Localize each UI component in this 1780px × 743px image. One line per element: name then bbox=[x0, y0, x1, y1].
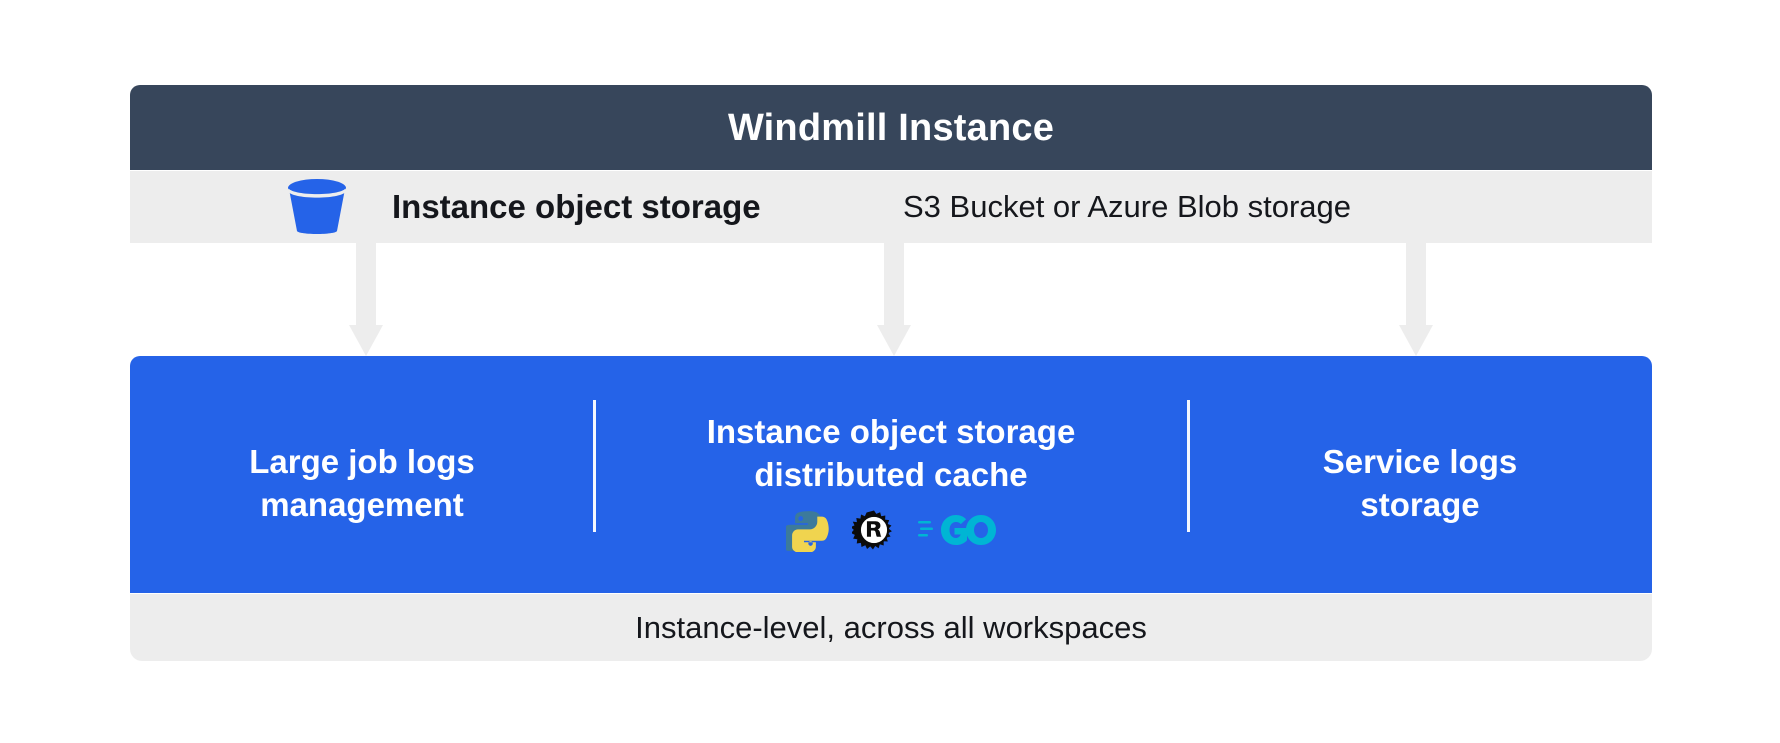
feature-title: Large job logs management bbox=[249, 441, 475, 525]
feature-column-service-logs: Service logs storage bbox=[1188, 356, 1652, 593]
features-panel: Large job logs management Instance objec… bbox=[130, 356, 1652, 593]
feature-column-distributed-cache: Instance object storage distributed cach… bbox=[594, 356, 1188, 593]
connector-arrowhead bbox=[877, 325, 911, 356]
column-divider-1 bbox=[593, 400, 596, 532]
connector-arrowhead bbox=[1399, 325, 1433, 356]
language-logos bbox=[781, 508, 996, 557]
connector-arrowhead bbox=[349, 325, 383, 356]
connector-arrow-down-3 bbox=[1399, 243, 1433, 356]
connector-arrow-down-2 bbox=[877, 243, 911, 356]
python-logo-icon bbox=[781, 508, 830, 557]
footer-text: Instance-level, across all workspaces bbox=[635, 609, 1147, 645]
page-title: Windmill Instance bbox=[727, 106, 1055, 149]
feature-title-line-1: Service logs bbox=[1322, 443, 1518, 481]
feature-title-line-2: management bbox=[260, 485, 464, 523]
connector-stem bbox=[1406, 243, 1426, 326]
bucket-icon bbox=[285, 177, 349, 237]
feature-title-line-2: storage bbox=[1360, 485, 1480, 523]
feature-column-large-job-logs: Large job logs management bbox=[130, 356, 594, 593]
diagram-footer: Instance-level, across all workspaces bbox=[130, 594, 1652, 661]
feature-title: Service logs storage bbox=[1323, 441, 1517, 525]
feature-title-line-2: distributed cache bbox=[754, 455, 1028, 493]
feature-title-line-1: Instance object storage bbox=[706, 413, 1076, 451]
instance-object-storage-band: Instance object storage S3 Bucket or Azu… bbox=[130, 171, 1652, 243]
connector-stem bbox=[884, 243, 904, 326]
storage-band-subtitle: S3 Bucket or Azure Blob storage bbox=[903, 189, 1352, 224]
connector-arrow-down-1 bbox=[349, 243, 383, 356]
rust-logo-icon bbox=[850, 508, 896, 557]
connector-stem bbox=[356, 243, 376, 326]
windmill-instance-diagram: Windmill Instance Instance object storag… bbox=[130, 85, 1652, 661]
diagram-header: Windmill Instance bbox=[130, 85, 1652, 170]
go-logo-icon bbox=[918, 512, 996, 553]
feature-title: Instance object storage distributed cach… bbox=[707, 411, 1076, 495]
column-divider-2 bbox=[1187, 400, 1190, 532]
feature-title-line-1: Large job logs bbox=[249, 443, 475, 481]
storage-band-title: Instance object storage bbox=[392, 188, 761, 225]
